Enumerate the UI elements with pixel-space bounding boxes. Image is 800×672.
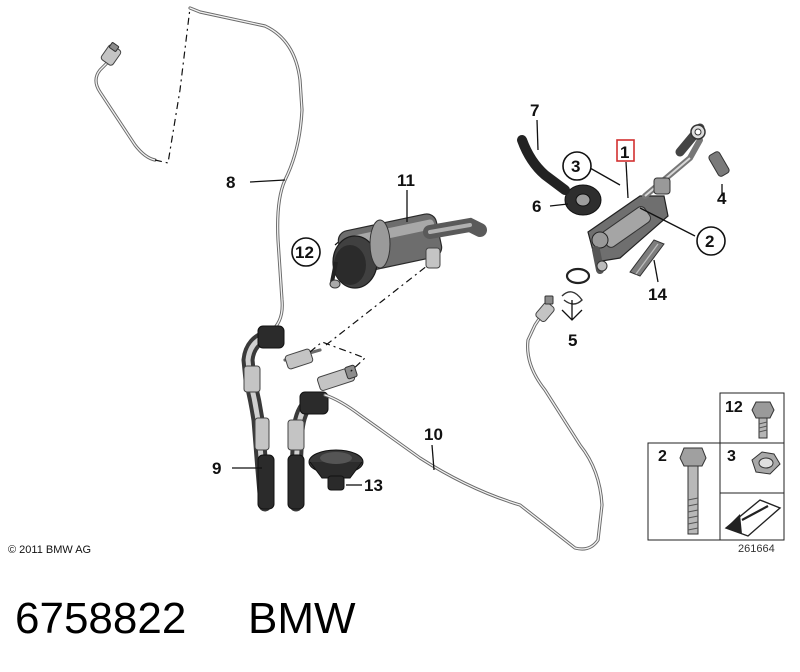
callout-1: 1 — [620, 143, 629, 162]
brand-name: BMW — [248, 594, 356, 643]
callout-11: 11 — [397, 171, 415, 190]
hose-secondary — [287, 364, 358, 512]
callout-4: 4 — [717, 189, 727, 208]
slave-cylinder-part-11 — [329, 190, 487, 289]
callout-3: 3 — [571, 157, 580, 176]
callout-7: 7 — [530, 101, 539, 120]
callout-12: 12 — [295, 243, 314, 262]
pin-part-4 — [708, 151, 730, 196]
long-bolt-icon — [679, 447, 707, 535]
bushing-part-6 — [549, 184, 602, 216]
callout-13: 13 — [364, 476, 383, 495]
callout-2: 2 — [705, 232, 714, 251]
bracket-part-14 — [629, 239, 665, 283]
clip-part-5 — [561, 267, 591, 321]
hex-nut-icon — [751, 451, 781, 475]
part-number: 6758822 — [15, 594, 186, 643]
callouts: 1 2 3 4 5 6 7 8 9 10 11 12 13 14 — [212, 101, 727, 495]
hardware-legend: 12 2 3 261664 — [647, 392, 785, 555]
legend-label-3: 3 — [727, 448, 736, 465]
direction-arrow-icon — [724, 499, 782, 537]
master-cylinder-part-1 — [587, 123, 706, 274]
legend-label-2: 2 — [658, 448, 667, 465]
lead-part-3 — [589, 167, 621, 186]
grommet-part-13 — [308, 449, 364, 491]
pipe-part-8 — [94, 6, 304, 334]
callout-14: 14 — [648, 285, 667, 304]
callout-5: 5 — [568, 331, 577, 350]
bolt-icon — [751, 401, 775, 439]
callout-10: 10 — [424, 425, 443, 444]
callout-9: 9 — [212, 459, 221, 478]
copyright: © 2011 BMW AG — [8, 544, 91, 556]
hose-part-9 — [232, 325, 322, 512]
highlight-box-part-1 — [616, 139, 635, 162]
callout-8: 8 — [226, 173, 235, 192]
hose-part-7 — [517, 119, 570, 195]
callout-6: 6 — [532, 197, 541, 216]
legend-label-12: 12 — [725, 399, 743, 416]
diagram-ref-number: 261664 — [738, 543, 775, 555]
pipe-part-10 — [323, 295, 604, 551]
